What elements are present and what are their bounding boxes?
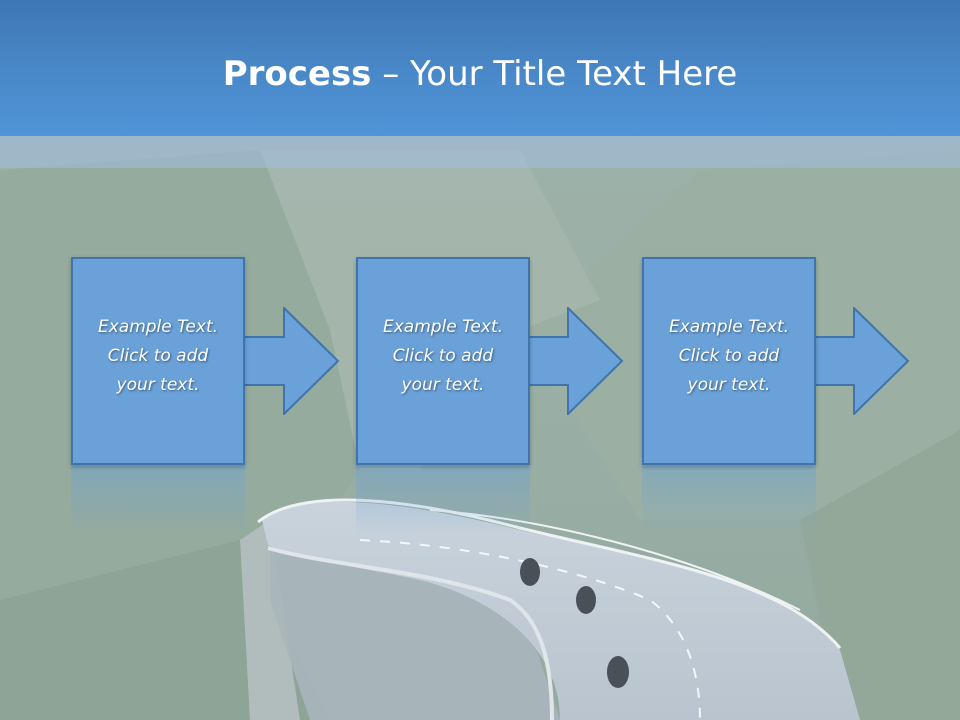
title-rest: – Your Title Text Here xyxy=(371,54,738,94)
motorcycle-riders xyxy=(520,558,629,688)
step-text-line: your text. xyxy=(116,375,200,395)
step-text: Example Text. Click to add your text. xyxy=(73,313,243,400)
process-arrow xyxy=(240,307,340,415)
step-text-line: your text. xyxy=(687,375,771,395)
title-bold: Process xyxy=(222,54,372,94)
step-text-line: Click to add xyxy=(107,346,209,366)
title-bar xyxy=(0,0,960,136)
box-reflection xyxy=(356,466,530,536)
process-step-box[interactable]: Example Text. Click to add your text. xyxy=(642,257,816,465)
step-text: Example Text. Click to add your text. xyxy=(358,313,528,400)
process-step-box[interactable]: Example Text. Click to add your text. xyxy=(356,257,530,465)
step-text: Example Text. Click to add your text. xyxy=(644,313,814,400)
step-text-line: Click to add xyxy=(392,346,494,366)
box-reflection xyxy=(71,466,245,536)
step-text-line: Example Text. xyxy=(668,317,790,337)
step-text-line: your text. xyxy=(401,375,485,395)
title-band xyxy=(0,136,960,168)
step-text-line: Example Text. xyxy=(97,317,219,337)
slide-title: Process – Your Title Text Here xyxy=(0,52,960,96)
step-text-line: Click to add xyxy=(678,346,780,366)
step-text-line: Example Text. xyxy=(382,317,504,337)
process-step-box[interactable]: Example Text. Click to add your text. xyxy=(71,257,245,465)
process-arrow xyxy=(524,307,624,415)
process-arrow xyxy=(810,307,910,415)
box-reflection xyxy=(642,466,816,536)
